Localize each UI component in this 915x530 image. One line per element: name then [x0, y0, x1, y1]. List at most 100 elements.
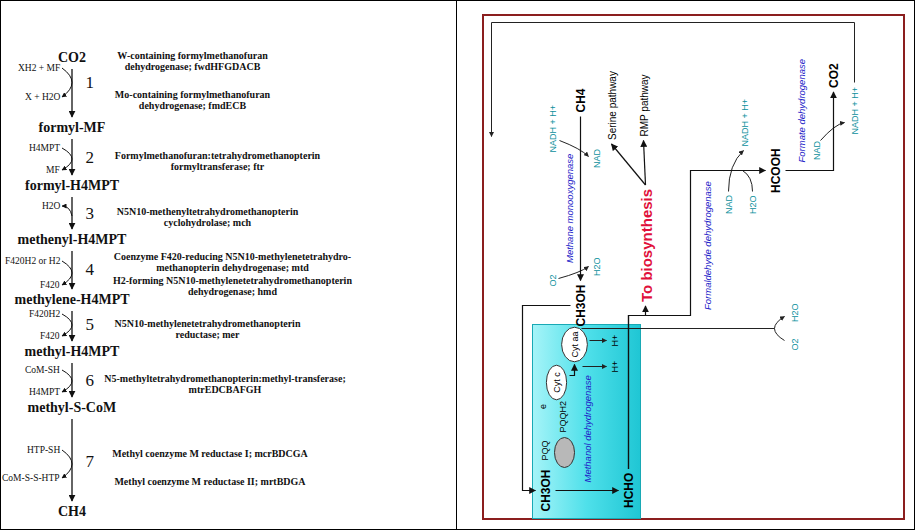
- compound-name: methenyl-H4MPT: [18, 232, 127, 247]
- compound-node: methyl-H4MPT: [23, 343, 122, 361]
- electron-line: [581, 328, 774, 329]
- enzyme-name: H2-forming N5N10-methylenetetrahydrometh…: [100, 275, 365, 297]
- pathway-node: Serine pathway: [605, 69, 618, 142]
- cofactor-arc: [62, 450, 72, 478]
- compound-node: formyl-MF: [37, 119, 108, 137]
- reaction-arrow: [555, 489, 618, 490]
- cofactor-label: CoM-SH: [25, 365, 60, 375]
- cofactor-label: NADH + H+: [849, 86, 859, 134]
- step-number: 5: [86, 315, 95, 335]
- cell-divider: [456, 0, 457, 530]
- cofactor-label: F420H2: [29, 309, 60, 319]
- cytochrome-blob: Cyt aa: [560, 326, 588, 362]
- cofactor-label: NAD: [811, 140, 821, 159]
- biosynthesis-label: To biosynthesis: [637, 188, 654, 301]
- enzyme-name: Formate dehydrogenase: [795, 58, 806, 162]
- methanogenesis-panel: CO2 formyl-MF formyl-H4MPT methenyl-H4MPT me…: [0, 0, 456, 530]
- cofactor-label: CoM-S-S-HTP: [2, 473, 60, 483]
- cofactor-label: H2O: [591, 257, 601, 276]
- enzyme-name: Coenzyme F420-reducing N5N10-methylenete…: [100, 251, 365, 273]
- compound-name: methyl-H4MPT: [25, 344, 120, 359]
- enzyme-name: Mo-containing formylmethanofuran dehydro…: [100, 89, 285, 111]
- cofactor-arc: [742, 170, 752, 191]
- cofactor-label: HTP-SH: [27, 445, 60, 455]
- cofactor-label: XH2 + MF: [18, 63, 60, 73]
- cofactor-label: NADH + H+: [547, 104, 557, 152]
- reaction-arrow: [71, 69, 72, 117]
- compound-name: HCHO: [621, 472, 635, 507]
- enzyme-name: Formylmethanofuran:tetrahydromethanopter…: [100, 150, 335, 172]
- cytochrome-blob: Cyt c: [545, 364, 567, 400]
- step-number: 6: [86, 371, 95, 391]
- enzyme-name: W-containing formylmethanofuran dehydrog…: [100, 50, 285, 72]
- reaction-arrow: [71, 251, 72, 289]
- compound-node: formyl-H4MPT: [23, 177, 121, 195]
- cytochrome-label: Cyt c: [551, 372, 561, 393]
- step-number: 3: [86, 204, 95, 224]
- reaction-arrow: [71, 363, 72, 397]
- compound-name: CH4: [58, 504, 86, 519]
- compound-name: formyl-H4MPT: [25, 178, 119, 193]
- compound-name: methylene-H4MPT: [15, 292, 130, 307]
- reaction-arrow: [71, 197, 72, 229]
- proton-label: H+: [609, 360, 619, 372]
- cofactor-arc: [62, 314, 72, 336]
- reaction-arrow: [611, 144, 645, 185]
- enzyme-name: Methanol dehydrogenase: [581, 375, 592, 482]
- compound-name: CH3OH: [538, 469, 552, 511]
- compound-node: methenyl-H4MPT: [16, 231, 129, 249]
- compound-node: CH3OH: [537, 467, 553, 513]
- cofactor-label: NAD: [723, 194, 733, 213]
- compound-name: CH3OH: [573, 284, 587, 326]
- cofactor-arc: [558, 266, 588, 278]
- step-number: 4: [86, 260, 95, 280]
- reaction-arrow: [71, 419, 72, 501]
- cofactor-label: F420: [40, 331, 60, 341]
- cofactor-label: F420: [40, 280, 60, 290]
- enzyme-name: N5N10-methenyltetrahydromethanopterin cy…: [100, 206, 315, 228]
- compound-node: HCHO: [620, 470, 636, 509]
- reaction-arrow: [71, 311, 72, 341]
- reaction-arrow: [71, 139, 72, 175]
- pathway-name: Serine pathway: [606, 71, 617, 140]
- compound-node: CO2: [56, 49, 88, 67]
- compound-node: methylene-H4MPT: [13, 291, 132, 309]
- pathway-name: RMP pathway: [638, 74, 649, 136]
- pathway-node: RMP pathway: [637, 72, 650, 138]
- methanol-dehydrogenase-blob: [554, 437, 574, 467]
- compound-name: methyl-S-CoM: [28, 400, 117, 415]
- cofactor-arc: [62, 206, 72, 216]
- cofactor-label: NAD: [591, 148, 601, 167]
- cofactor-label: PQQ: [539, 440, 549, 460]
- cofactor-label: O2: [789, 338, 799, 350]
- cofactor-label: MF: [46, 165, 60, 175]
- step-number: 7: [86, 452, 95, 472]
- enzyme-name: Methane monooxygenase: [563, 153, 574, 262]
- cofactor-arc: [820, 122, 844, 140]
- cofactor-label: NADH + H+: [739, 98, 749, 146]
- blob-outline: [546, 365, 566, 400]
- cofactor-label: F420H2 or H2: [5, 256, 60, 266]
- reaction-arrow: [628, 170, 765, 469]
- reaction-arrow: [628, 306, 645, 469]
- cytochrome-label: Cyt aa: [569, 331, 579, 357]
- proton-arrow: [582, 366, 606, 367]
- blob-outline: [561, 327, 587, 362]
- enzyme-name: Formaldehyde dehydrogenase: [701, 181, 712, 310]
- enzyme-name: N5N10-methylenetetrahydromethanopterin r…: [100, 318, 315, 340]
- reaction-arrow: [522, 305, 570, 490]
- compound-name: CO2: [826, 63, 840, 88]
- cofactor-label: O2: [547, 274, 557, 286]
- compound-node: methyl-S-CoM: [26, 399, 119, 417]
- cofactor-label: H4MPT: [29, 387, 60, 397]
- step-number: 2: [86, 148, 95, 168]
- cofactor-label: H4MPT: [29, 143, 60, 153]
- enzyme-name: N5-methyltetrahydromethanopterin:methyl-…: [100, 373, 350, 395]
- compound-node: CH4: [56, 503, 88, 521]
- proton-label: H+: [609, 334, 619, 346]
- compound-name: CO2: [58, 50, 86, 65]
- step-number: 1: [86, 73, 95, 93]
- biosynthesis-node: To biosynthesis: [636, 186, 655, 303]
- cofactor-label: H2O: [42, 201, 60, 211]
